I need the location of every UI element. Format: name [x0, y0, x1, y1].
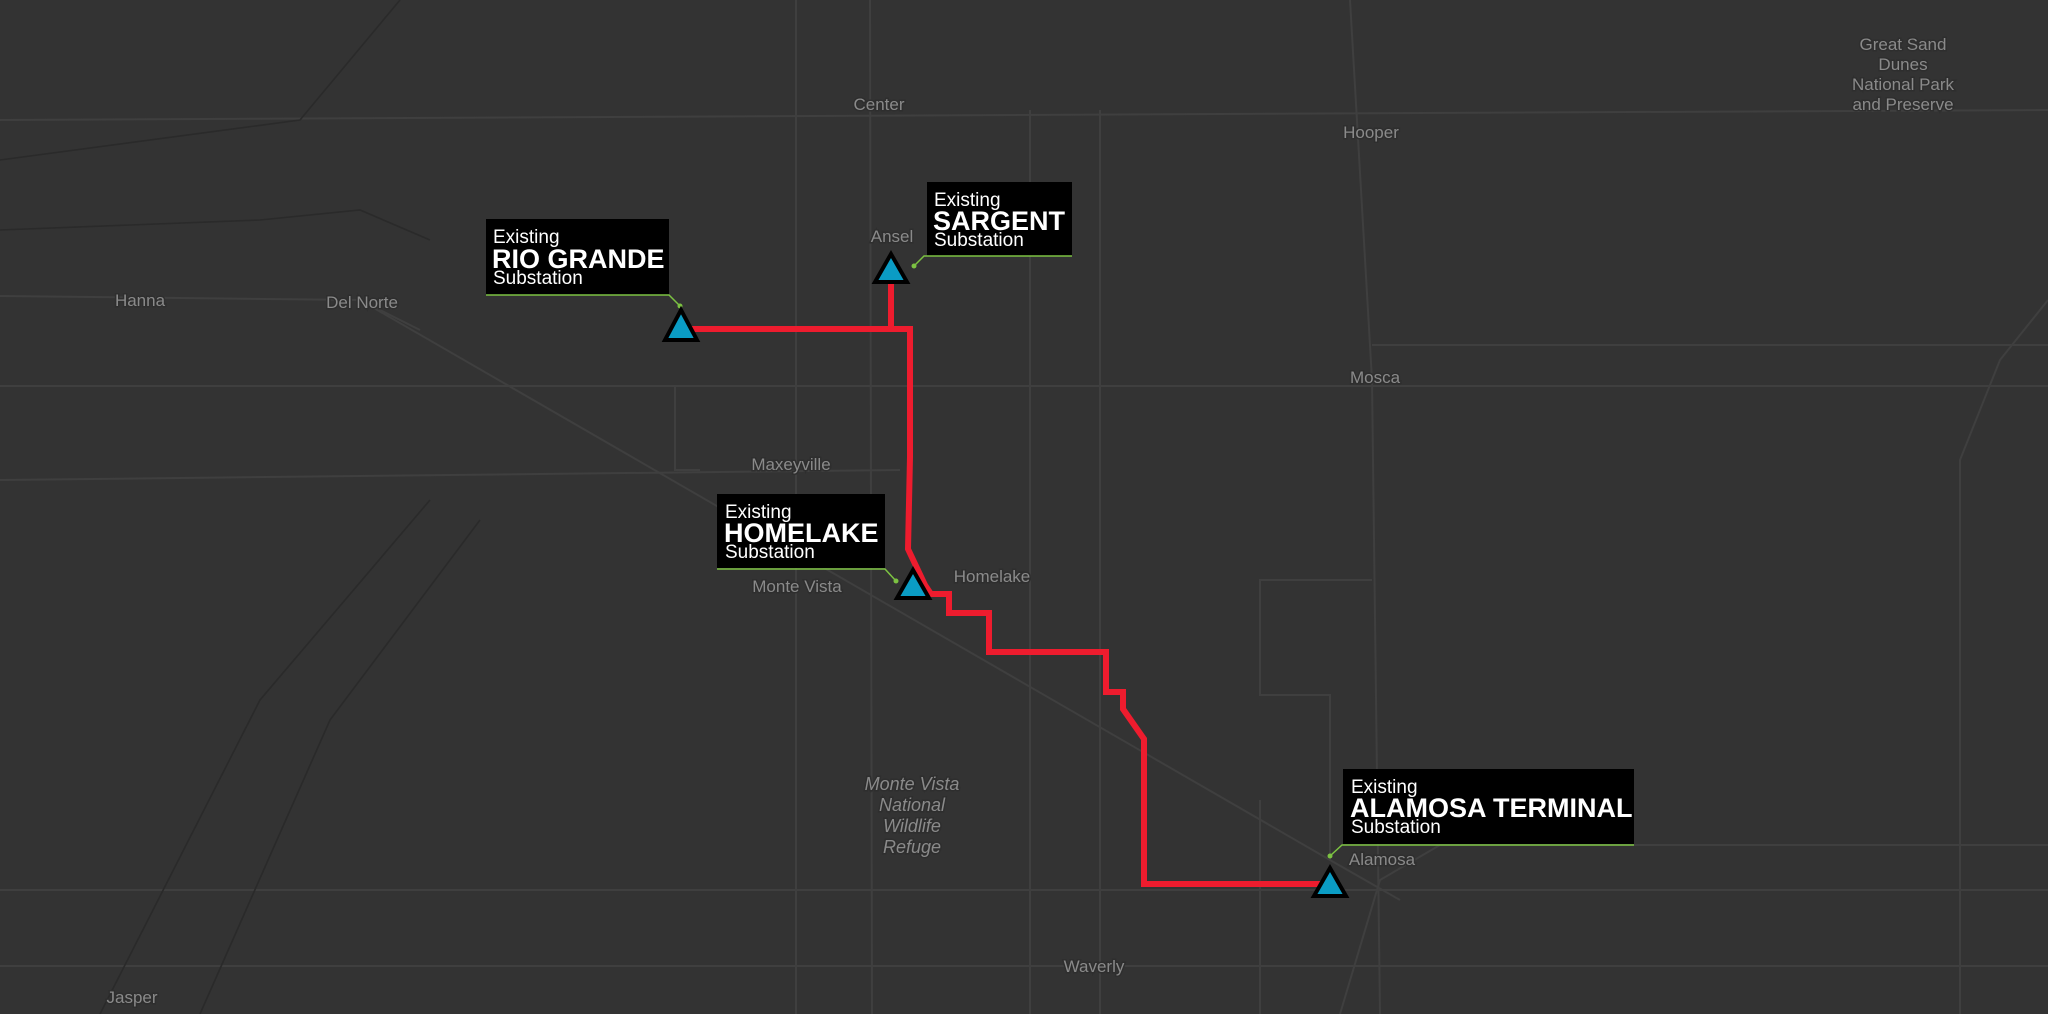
- place-label: Ansel: [871, 227, 914, 246]
- substation-sargent[interactable]: Existing SARGENT Substation: [871, 182, 1072, 284]
- place-label: Hanna: [115, 291, 166, 310]
- park-label: Monte Vista: [865, 774, 960, 794]
- substation-name: ALAMOSA TERMINAL: [1350, 793, 1632, 823]
- substation-status: Existing: [725, 502, 792, 523]
- park-label: National: [879, 795, 946, 815]
- leader-dot: [1327, 853, 1333, 859]
- leader-line: [717, 568, 897, 582]
- place-label: Maxeyville: [751, 455, 830, 474]
- place-label: Jasper: [106, 988, 157, 1007]
- place-label: Mosca: [1350, 368, 1401, 387]
- substation-name: HOMELAKE: [724, 518, 879, 548]
- place-label: Great Sand: [1860, 35, 1947, 54]
- place-label: Hooper: [1343, 123, 1399, 142]
- place-label: Center: [853, 95, 904, 114]
- label-box: [1343, 769, 1634, 844]
- place-labels: Great Sand Dunes National Park and Prese…: [105, 34, 1956, 1009]
- leader-dot: [911, 263, 917, 269]
- substation-alamosa-terminal[interactable]: Existing ALAMOSA TERMINAL Substation: [1310, 769, 1634, 898]
- substation-rio-grande[interactable]: Existing RIO GRANDE Substation: [486, 219, 701, 342]
- place-label: and Preserve: [1852, 95, 1953, 114]
- leader-line: [1329, 844, 1634, 857]
- substation-name: SARGENT: [933, 206, 1066, 236]
- place-label: Monte Vista: [752, 577, 842, 596]
- substation-homelake[interactable]: Existing HOMELAKE Substation: [717, 494, 933, 600]
- substation-type: Substation: [1351, 817, 1441, 838]
- substation-type: Substation: [934, 230, 1024, 251]
- leader-line: [486, 294, 681, 307]
- label-box: [927, 182, 1072, 256]
- substation-status: Existing: [493, 227, 560, 248]
- place-label: Alamosa: [1349, 850, 1416, 869]
- triangle-marker-icon[interactable]: [893, 565, 933, 600]
- place-label: Del Norte: [326, 293, 398, 312]
- substation-status: Existing: [934, 190, 1001, 211]
- leader-line: [913, 255, 1072, 267]
- place-label: Waverly: [1064, 957, 1125, 976]
- substation-status: Existing: [1351, 777, 1418, 798]
- transmission-line-main: [680, 326, 1330, 887]
- triangle-marker-icon[interactable]: [661, 305, 701, 342]
- place-label: Homelake: [954, 567, 1031, 586]
- park-label: Refuge: [883, 837, 941, 857]
- place-label: National Park: [1852, 75, 1955, 94]
- leader-dot: [893, 578, 899, 584]
- park-label: Wildlife: [883, 816, 941, 836]
- triangle-marker-icon[interactable]: [1310, 863, 1350, 898]
- substation-type: Substation: [493, 268, 583, 289]
- substation-name: RIO GRANDE: [492, 244, 665, 274]
- place-label: Dunes: [1878, 55, 1927, 74]
- substation-type: Substation: [725, 542, 815, 563]
- label-box: [486, 219, 669, 295]
- label-box: [717, 494, 885, 568]
- triangle-marker-icon[interactable]: [871, 249, 911, 284]
